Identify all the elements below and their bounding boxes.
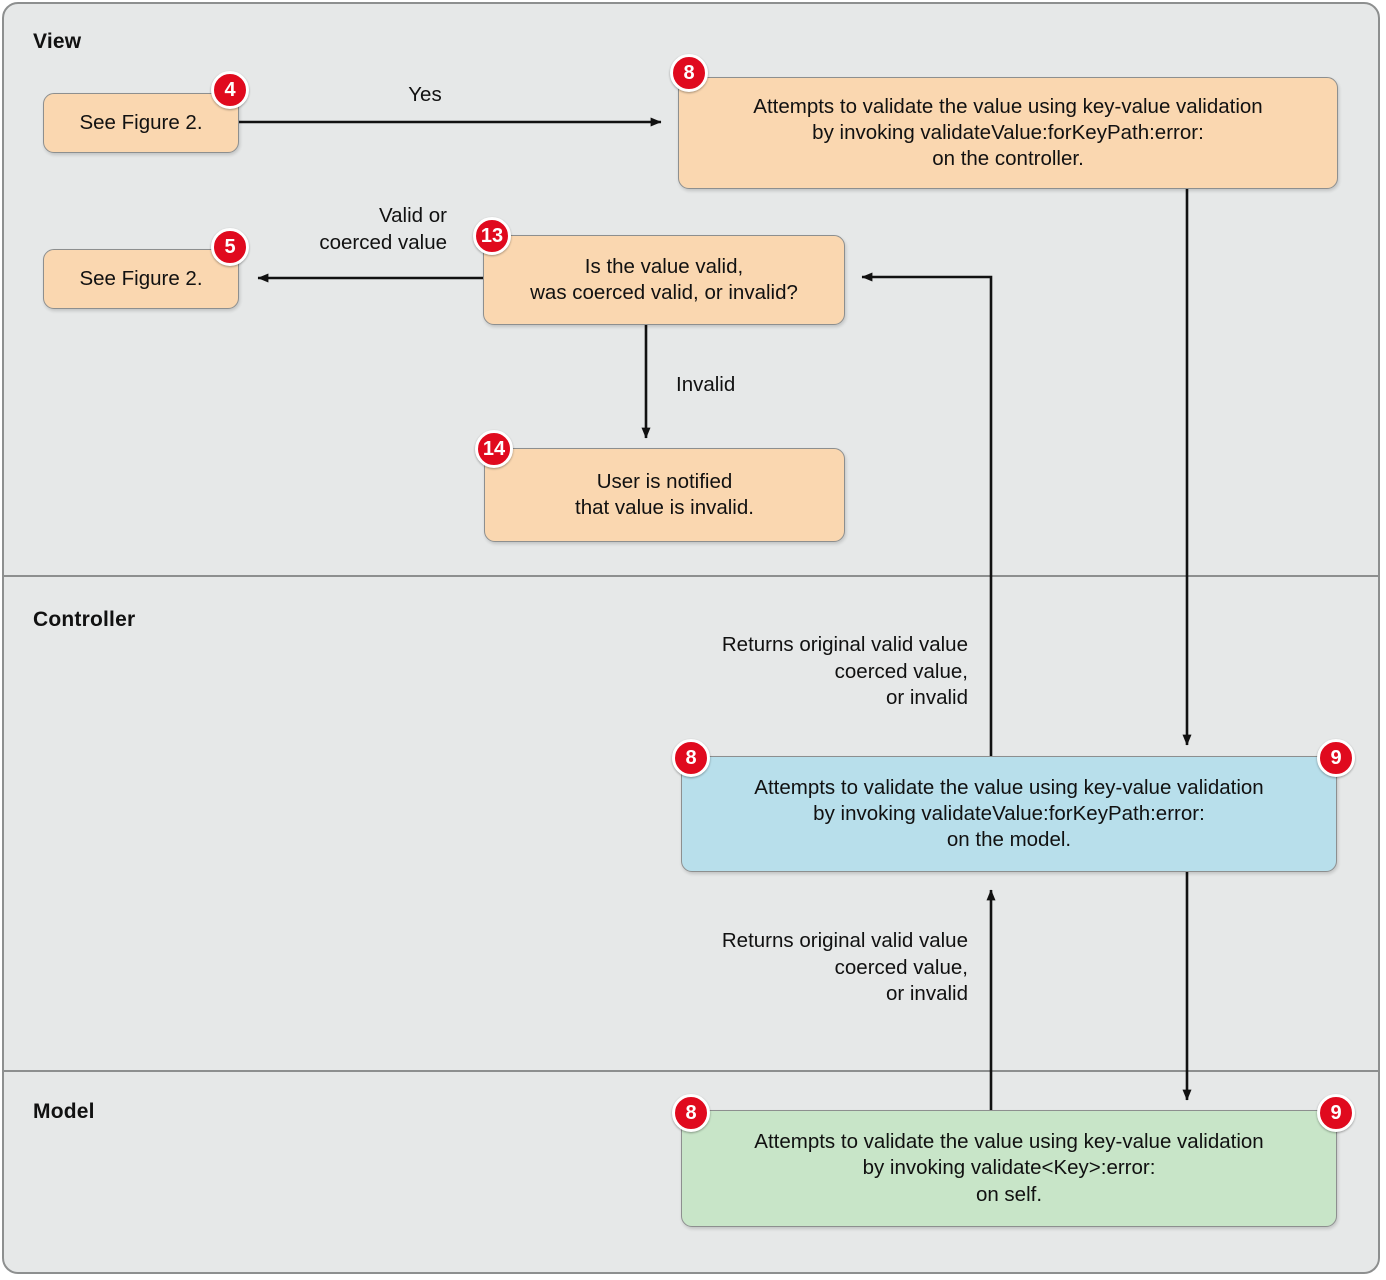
lane-divider-controller-model xyxy=(2,1070,1380,1072)
node-is-value-valid[interactable]: Is the value valid, was coerced valid, o… xyxy=(483,235,845,325)
node-validate-on-model-label: Attempts to validate the value using key… xyxy=(754,775,1264,852)
badge-8-model: 8 xyxy=(672,1094,710,1132)
badge-4: 4 xyxy=(211,71,249,109)
node-see-figure-2-b-label: See Figure 2. xyxy=(79,266,203,290)
edge-label-returns-controller: Returns original valid value coerced val… xyxy=(721,633,968,710)
lane-label-model: Model xyxy=(33,1100,95,1123)
badge-8-controller: 8 xyxy=(672,739,710,777)
lane-label-view: View xyxy=(33,30,82,53)
edge-label-yes: Yes xyxy=(408,83,442,106)
node-user-notified[interactable]: User is notified that value is invalid. xyxy=(484,448,845,542)
node-validate-on-model[interactable]: Attempts to validate the value using key… xyxy=(681,756,1337,872)
lane-label-controller: Controller xyxy=(33,608,136,631)
badge-13: 13 xyxy=(473,217,511,255)
badge-9-model: 9 xyxy=(1317,1094,1355,1132)
node-is-value-valid-label: Is the value valid, was coerced valid, o… xyxy=(530,254,798,304)
node-validate-on-controller-label: Attempts to validate the value using key… xyxy=(753,94,1263,171)
edge-label-returns-model: Returns original valid value coerced val… xyxy=(721,929,968,1006)
node-see-figure-2-a-label: See Figure 2. xyxy=(79,110,203,134)
badge-8-view: 8 xyxy=(670,54,708,92)
node-validate-on-self[interactable]: Attempts to validate the value using key… xyxy=(681,1110,1337,1227)
node-user-notified-label: User is notified that value is invalid. xyxy=(575,469,754,519)
node-validate-on-self-label: Attempts to validate the value using key… xyxy=(754,1130,1264,1206)
badge-14: 14 xyxy=(475,430,513,468)
node-see-figure-2-b[interactable]: See Figure 2. xyxy=(43,249,239,309)
badge-9-controller: 9 xyxy=(1317,739,1355,777)
edge-label-invalid: Invalid xyxy=(676,373,736,396)
edge-label-valid-or-coerced: Valid or coerced value xyxy=(319,204,447,254)
lane-divider-view-controller xyxy=(2,575,1380,577)
edge-controller-return-to-13 xyxy=(861,272,993,756)
node-validate-on-controller[interactable]: Attempts to validate the value using key… xyxy=(678,77,1338,189)
badge-5: 5 xyxy=(211,228,249,266)
node-see-figure-2-a[interactable]: See Figure 2. xyxy=(43,93,239,153)
